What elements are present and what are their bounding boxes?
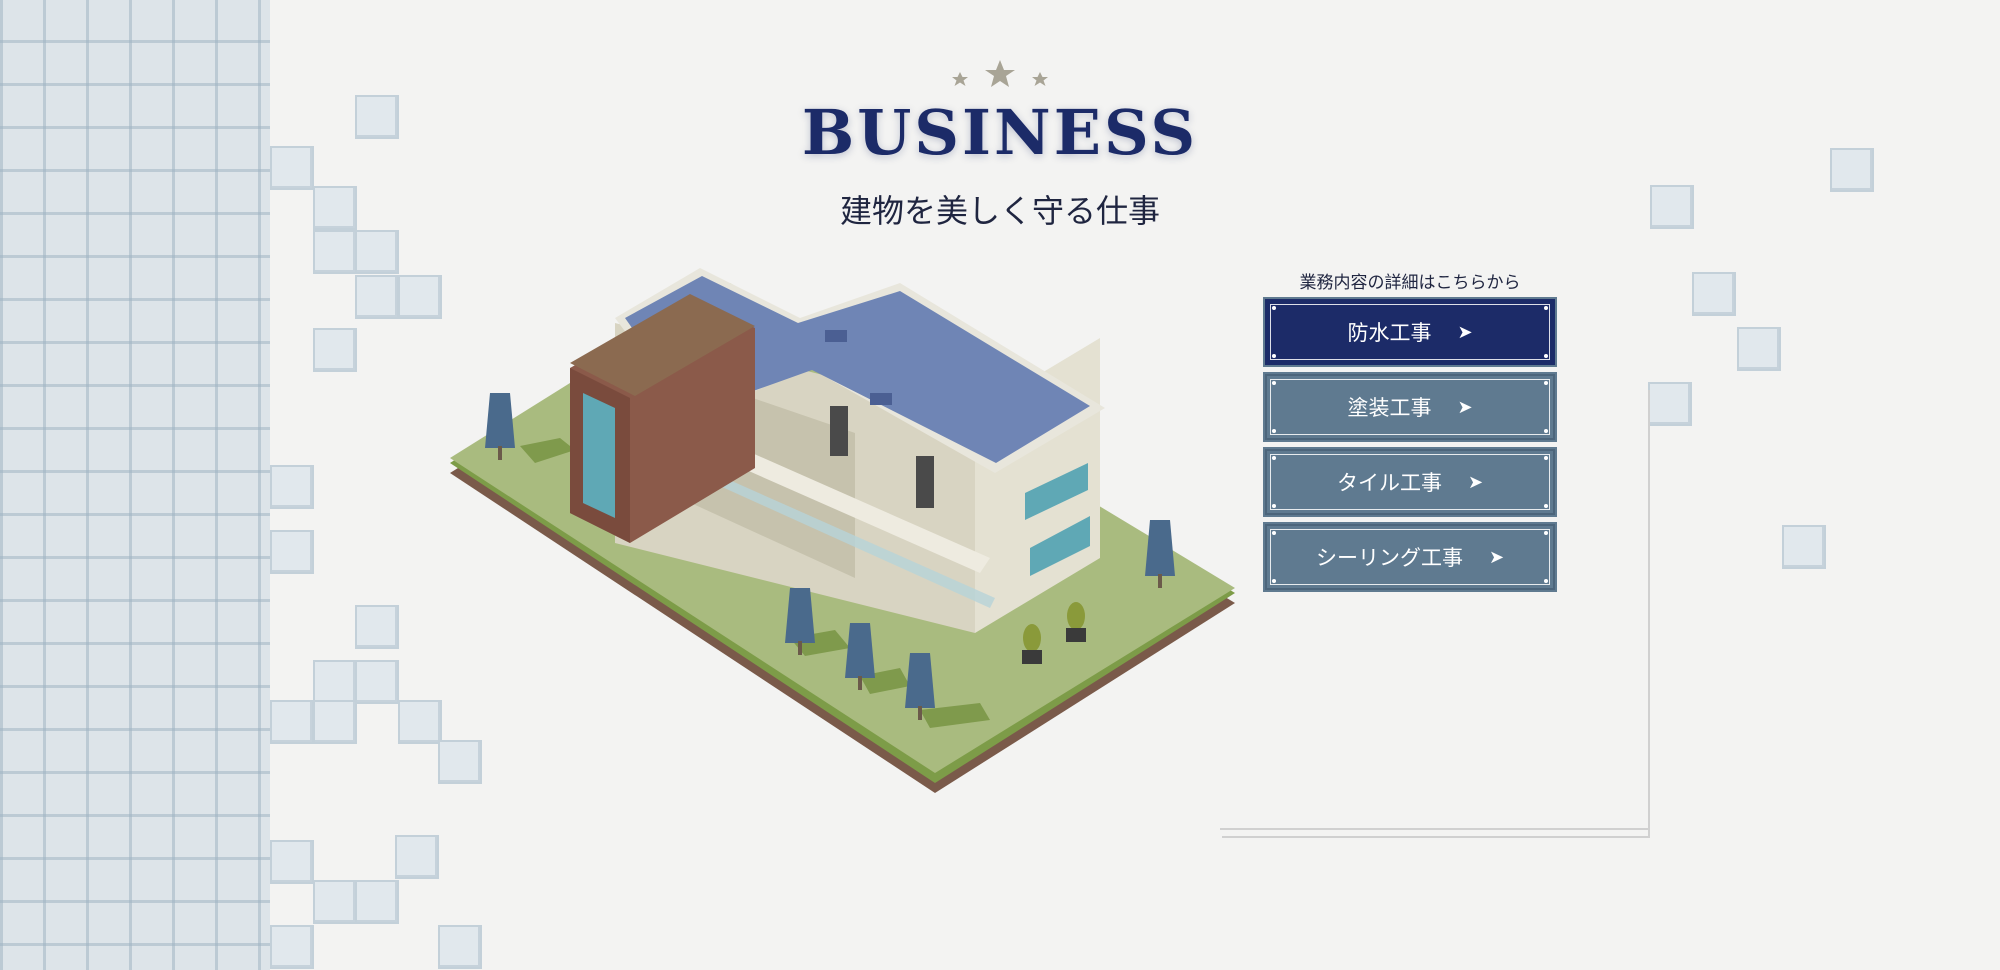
star-icon <box>952 60 1048 87</box>
arrow-right-icon: ➤ <box>1488 546 1505 568</box>
sealing-button[interactable]: シーリング工事 ➤ <box>1263 522 1557 592</box>
arrow-right-icon: ➤ <box>1457 321 1473 343</box>
sealing-label: シーリング工事 <box>1315 546 1463 570</box>
waterproofing-label: 防水工事 <box>1347 321 1432 345</box>
page-title: BUSINESS <box>801 96 1199 169</box>
page-subtitle: 建物を美しく守る仕事 <box>839 192 1160 230</box>
tile-wall-decoration <box>0 0 270 970</box>
business-menu: 業務内容の詳細はこちらから 防水工事 ➤ 塗装工事 ➤ タイル工事 ➤ シーリン… <box>1263 268 1557 599</box>
menu-caption: 業務内容の詳細はこちらから <box>1299 273 1521 293</box>
painting-label: 塗装工事 <box>1347 396 1432 420</box>
waterproofing-button[interactable]: 防水工事 ➤ <box>1263 297 1557 367</box>
building-illustration <box>450 268 1235 793</box>
tile-work-button[interactable]: タイル工事 ➤ <box>1263 447 1557 517</box>
painting-button[interactable]: 塗装工事 ➤ <box>1263 372 1557 442</box>
arrow-right-icon: ➤ <box>1457 396 1473 418</box>
frame-line-decoration <box>1222 392 1650 838</box>
tile-work-label: タイル工事 <box>1336 471 1442 495</box>
arrow-right-icon: ➤ <box>1467 471 1484 493</box>
